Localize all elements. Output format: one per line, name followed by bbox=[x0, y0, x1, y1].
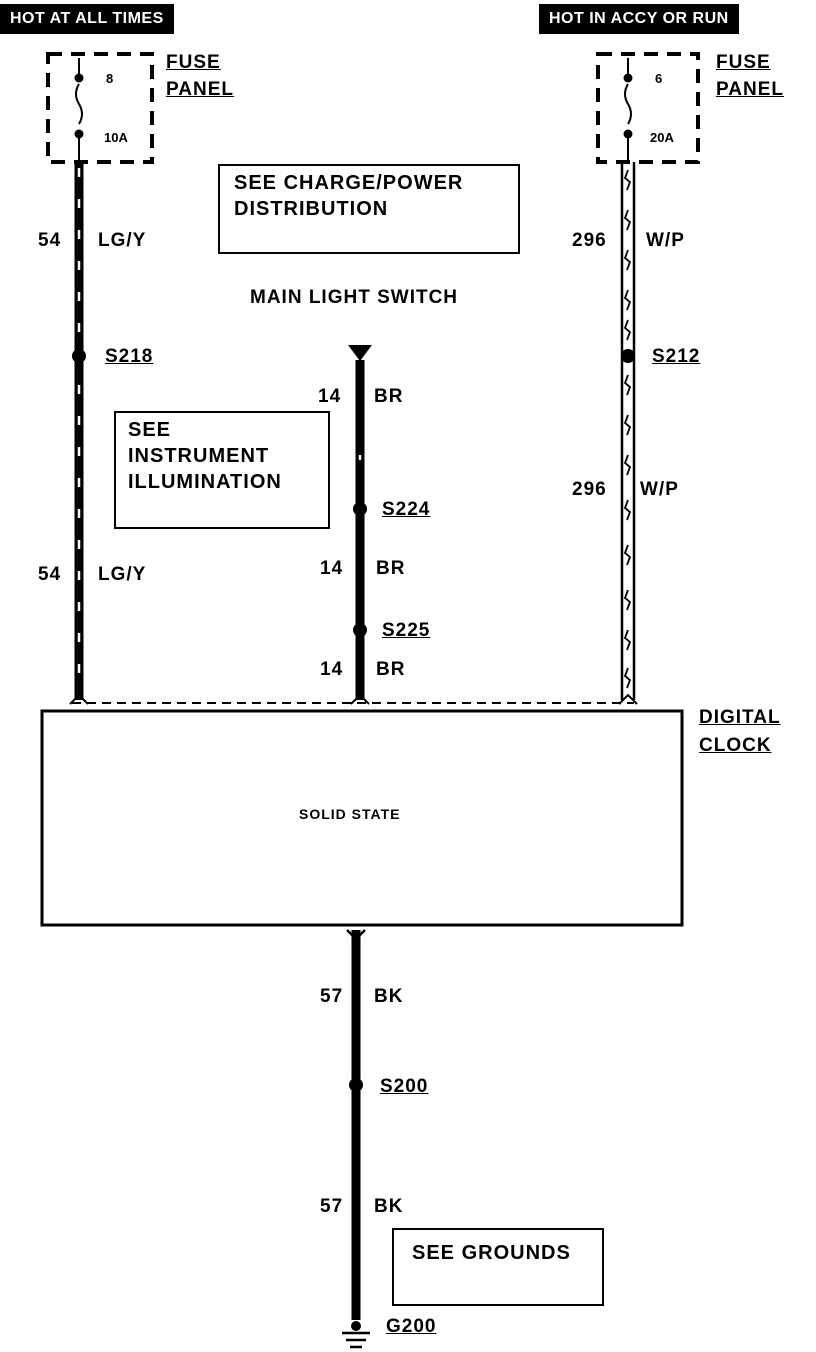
note-grounds[interactable]: SEE GROUNDS bbox=[392, 1228, 604, 1306]
component-label-digital: DIGITAL bbox=[699, 707, 781, 728]
fuse-box-left bbox=[46, 52, 154, 164]
main-light-switch-arrow bbox=[348, 345, 372, 361]
fuse-element-right bbox=[623, 58, 633, 162]
splice-label-s224: S224 bbox=[382, 499, 431, 520]
fuse-element-left bbox=[74, 58, 84, 162]
wire-center-1-color: BR bbox=[374, 386, 404, 407]
note-instrument-illumination[interactable]: SEE INSTRUMENT ILLUMINATION bbox=[114, 411, 330, 529]
note-instrument-line3: ILLUMINATION bbox=[128, 471, 282, 493]
wire-left-lower-color: LG/Y bbox=[98, 564, 147, 585]
ground-label-g200: G200 bbox=[386, 1316, 437, 1337]
wire-left-upper-circuit: 54 bbox=[38, 230, 62, 251]
fuse-number-right: 6 bbox=[655, 71, 663, 86]
component-inner-solid-state: SOLID STATE bbox=[299, 806, 401, 822]
wire-left-upper-color: LG/Y bbox=[98, 230, 147, 251]
banner-hot-in-accy-or-run: HOT IN ACCY OR RUN bbox=[539, 4, 739, 34]
wire-296-w-p bbox=[620, 162, 636, 700]
splice-label-s200: S200 bbox=[380, 1076, 429, 1097]
wire-right-lower-color: W/P bbox=[640, 479, 679, 500]
wire-center-2-circuit: 14 bbox=[320, 558, 344, 579]
note-grounds-text: SEE GROUNDS bbox=[412, 1242, 571, 1264]
ground-symbol bbox=[342, 1321, 370, 1349]
fuse-rating-left: 10A bbox=[104, 130, 128, 145]
wire-bottom-1-circuit: 57 bbox=[320, 986, 344, 1007]
fuse-panel-label-left-2: PANEL bbox=[166, 79, 234, 100]
splice-dot-s218 bbox=[72, 349, 86, 363]
note-charge-power-line1: SEE CHARGE/POWER bbox=[234, 172, 464, 194]
note-charge-power-line2: DISTRIBUTION bbox=[234, 198, 389, 220]
wire-right-upper-color: W/P bbox=[646, 230, 685, 251]
fuse-panel-label-right-1: FUSE bbox=[716, 52, 771, 73]
splice-label-s212: S212 bbox=[652, 346, 701, 367]
fuse-box-right bbox=[596, 52, 700, 164]
fuse-rating-right: 20A bbox=[650, 130, 674, 145]
fuse-number-left: 8 bbox=[106, 71, 114, 86]
splice-dot-s224 bbox=[353, 502, 367, 516]
wire-bottom-2-color: BK bbox=[374, 1196, 404, 1217]
component-label-clock: CLOCK bbox=[699, 735, 772, 756]
wire-center-3-color: BR bbox=[376, 659, 406, 680]
main-light-switch-label: MAIN LIGHT SWITCH bbox=[250, 287, 459, 308]
wire-bottom-1-color: BK bbox=[374, 986, 404, 1007]
fuse-panel-label-right-2: PANEL bbox=[716, 79, 784, 100]
digital-clock-box bbox=[40, 709, 684, 927]
wire-right-upper-circuit: 296 bbox=[572, 230, 607, 251]
banner-hot-at-all-times: HOT AT ALL TIMES bbox=[0, 4, 174, 34]
wire-left-lower-circuit: 54 bbox=[38, 564, 62, 585]
wire-center-1-circuit: 14 bbox=[318, 386, 342, 407]
note-instrument-line1: SEE bbox=[128, 419, 172, 441]
splice-label-s225: S225 bbox=[382, 620, 431, 641]
wire-center-3-circuit: 14 bbox=[320, 659, 344, 680]
wire-center-2-color: BR bbox=[376, 558, 406, 579]
fuse-panel-label-left-1: FUSE bbox=[166, 52, 221, 73]
note-instrument-line2: INSTRUMENT bbox=[128, 445, 270, 467]
note-charge-power[interactable]: SEE CHARGE/POWER DISTRIBUTION bbox=[218, 164, 520, 254]
wire-14-br bbox=[348, 345, 372, 700]
splice-label-s218: S218 bbox=[105, 346, 154, 367]
splice-dot-s212 bbox=[621, 349, 635, 363]
wire-bottom-2-circuit: 57 bbox=[320, 1196, 344, 1217]
splice-dot-s225 bbox=[353, 623, 367, 637]
wire-right-lower-circuit: 296 bbox=[572, 479, 607, 500]
splice-dot-s200 bbox=[349, 1078, 363, 1092]
